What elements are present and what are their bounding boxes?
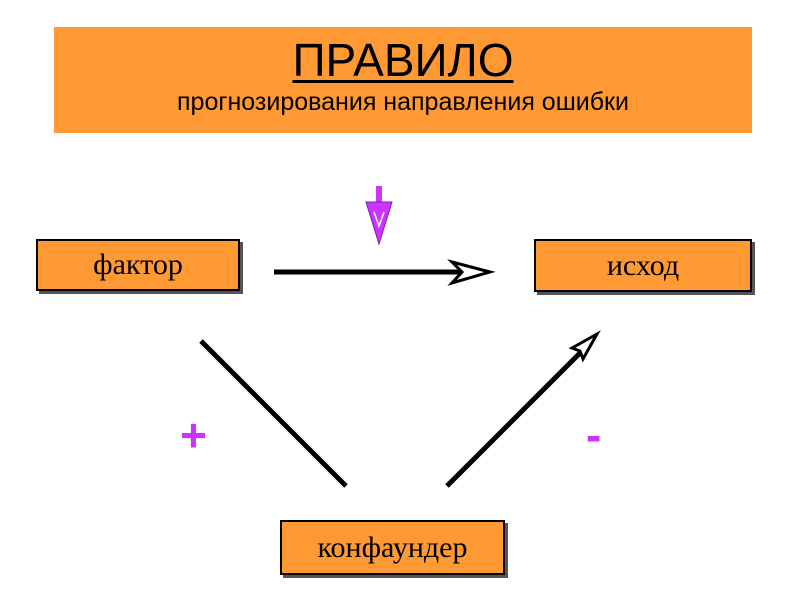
factor-outcome-arrowhead bbox=[447, 259, 496, 286]
confounder-outcome-line bbox=[445, 348, 585, 488]
confounder-outcome-arrow bbox=[445, 330, 601, 488]
confounder-node: конфаундер bbox=[280, 520, 505, 575]
outcome-node: исход bbox=[534, 239, 752, 292]
rule-subtitle: прогнозирования направления ошибки bbox=[177, 88, 629, 116]
plus-sign: + bbox=[180, 409, 207, 461]
rule-title: ПРАВИЛО bbox=[292, 34, 514, 86]
minus-sign: - bbox=[586, 409, 602, 461]
bias-arrow-head bbox=[365, 201, 393, 246]
factor-confounder-line bbox=[199, 339, 348, 488]
factor-node: фактор bbox=[36, 239, 240, 291]
bias-direction-arrow bbox=[365, 186, 393, 246]
bias-arrow-highlight bbox=[373, 211, 385, 229]
confounder-outcome-arrowhead bbox=[568, 330, 601, 363]
factor-outcome-arrow bbox=[274, 259, 496, 286]
title-banner: ПРАВИЛО прогнозирования направления ошиб… bbox=[54, 27, 752, 133]
